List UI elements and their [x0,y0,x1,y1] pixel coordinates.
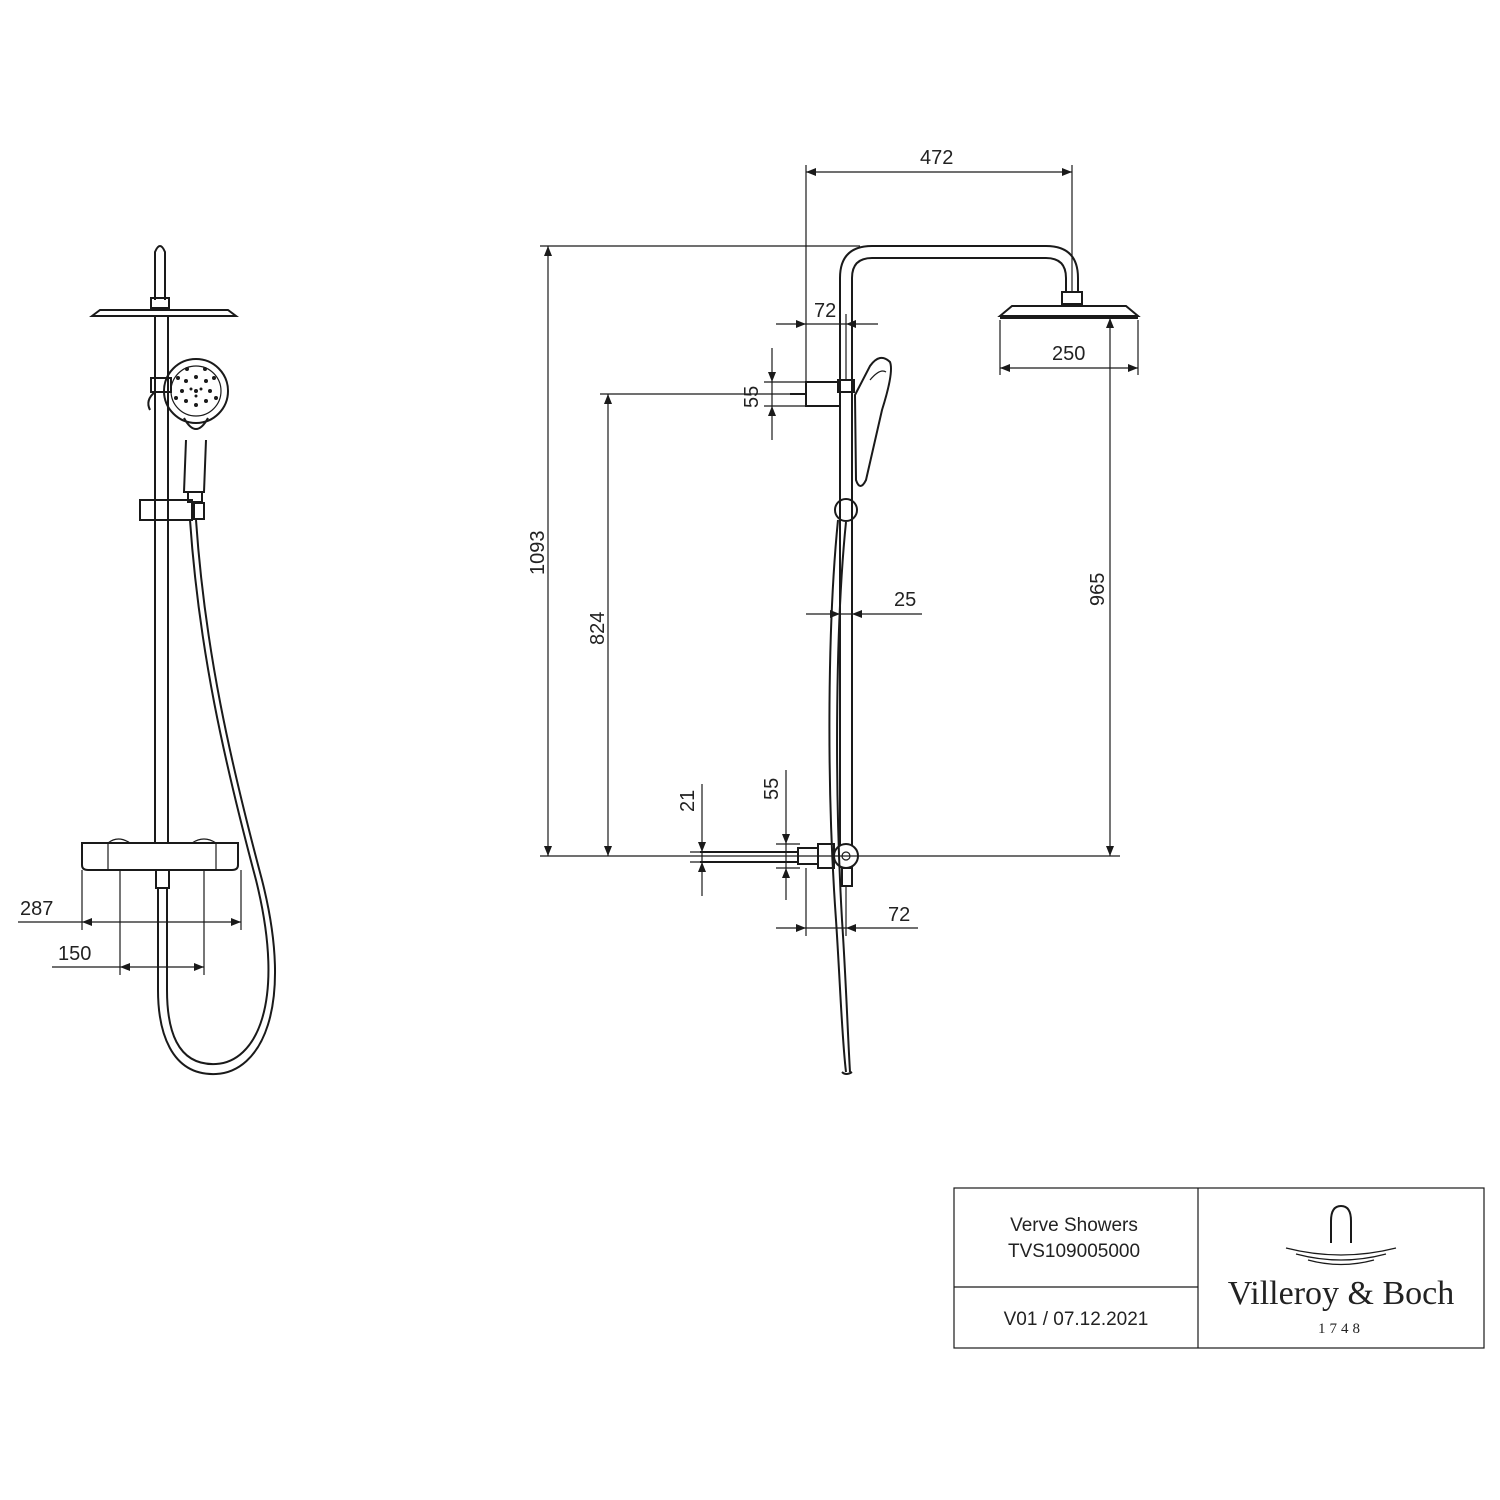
dim-connector: 21 [677,790,699,812]
dim-bottom-offset: 72 [888,904,910,926]
dim-head-height: 965 [1087,573,1109,606]
product-name: Verve Showers [1010,1215,1138,1236]
dim-top-offset: 72 [814,300,836,322]
version-date: V01 / 07.12.2021 [1004,1309,1149,1330]
brand-logo-mark [1285,1204,1397,1266]
nozzle-pattern [174,367,218,407]
dim-bottom-bracket: 55 [761,778,783,800]
dim-total-height: 1093 [527,531,549,576]
front-view: 472 1093 824 965 250 72 [527,147,1141,1075]
dim-head-diameter: 250 [1052,343,1085,365]
brand-year: 1748 [1318,1321,1364,1337]
dim-rail-diameter: 25 [894,589,916,611]
dim-side-width: 287 [20,898,53,920]
dim-arm-reach: 472 [920,147,953,169]
title-block: Verve Showers TVS109005000 V01 / 07.12.2… [953,1187,1485,1349]
dim-top-bracket: 55 [741,386,763,408]
side-view: 287 150 [18,245,276,1076]
brand-name: Villeroy & Boch [1228,1275,1454,1312]
product-code: TVS109005000 [1008,1241,1140,1262]
dim-outlet-height: 824 [587,612,609,645]
dim-side-spacing: 150 [58,943,91,965]
